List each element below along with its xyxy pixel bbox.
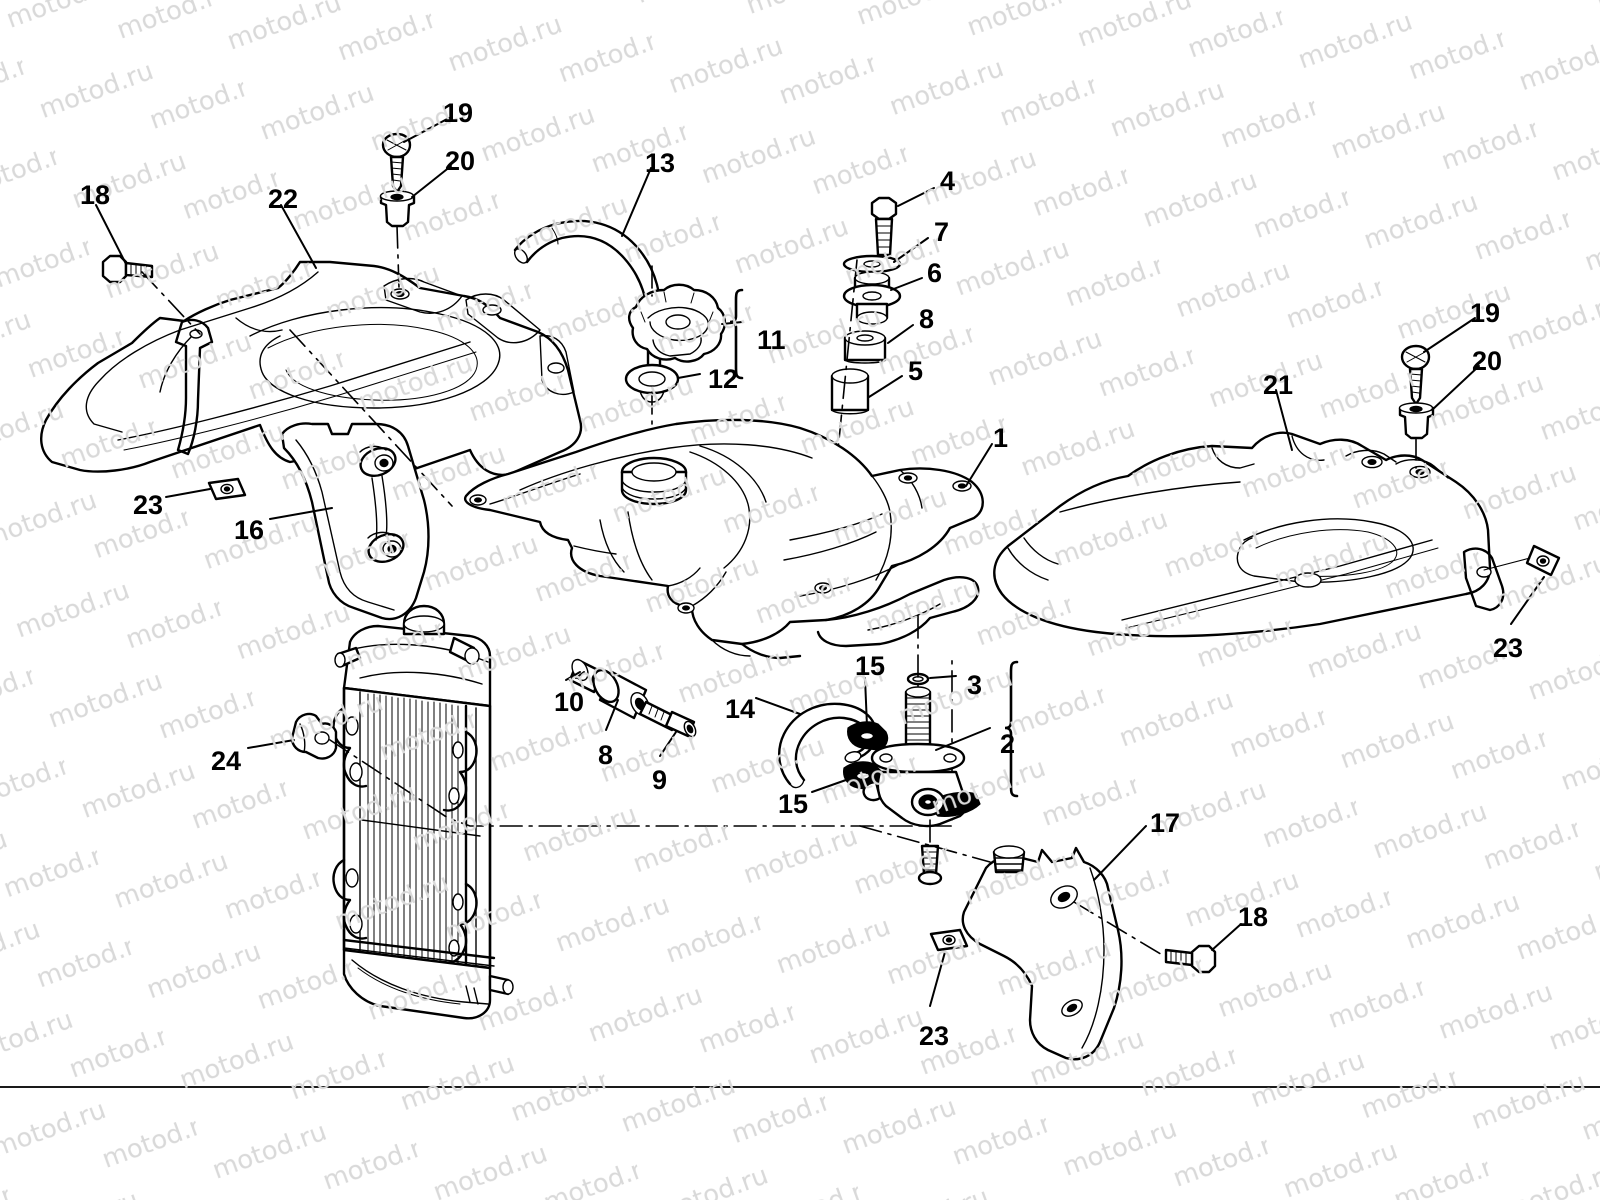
leader-15b (811, 779, 847, 793)
radiator-part (332, 604, 514, 1020)
callout-15-lower: 15 (778, 789, 809, 819)
washer-7 (842, 254, 902, 274)
leader-24 (247, 739, 295, 749)
callout-7: 7 (934, 217, 950, 247)
fuel-cap-part (628, 283, 726, 363)
callout-21: 21 (1263, 370, 1294, 400)
leader-7 (893, 237, 929, 263)
callout-20-right: 20 (1472, 346, 1503, 376)
leader-9 (659, 731, 677, 757)
hex-bolt-18-bottom (1164, 944, 1217, 974)
leader-6 (890, 277, 923, 291)
screw-9-part (638, 700, 697, 738)
plate-nut-23-right (1525, 544, 1561, 577)
leader-15a (864, 677, 868, 727)
right-side-shroud-part (993, 431, 1505, 638)
bolt-stack-4 (870, 196, 898, 257)
callout-15-upper: 15 (855, 651, 886, 681)
screw-below-cock (917, 844, 943, 886)
callout-23-left: 23 (133, 490, 164, 520)
callout-13: 13 (645, 148, 676, 178)
callout-19-right: 19 (1470, 298, 1501, 328)
callout-3: 3 (967, 670, 983, 700)
hex-bolt-18-top (101, 254, 154, 284)
plate-nut-23-bottom (929, 928, 969, 952)
callout-24: 24 (211, 746, 242, 776)
leader-18-bottom (1211, 923, 1242, 951)
callout-20-top: 20 (445, 146, 476, 176)
callout-23-bottom: 23 (919, 1021, 950, 1051)
callout-19-top: 19 (443, 98, 474, 128)
leader-23-right (1510, 576, 1545, 625)
callout-22: 22 (268, 184, 299, 214)
callout-17: 17 (1150, 808, 1181, 838)
leader-13 (621, 167, 652, 237)
leader-17 (1093, 825, 1147, 881)
callout-2: 2 (1000, 729, 1016, 759)
grommet-20-right (1398, 402, 1435, 440)
callout-14: 14 (725, 694, 756, 724)
grommet-6 (842, 271, 902, 325)
callout-23-right: 23 (1493, 633, 1524, 663)
callout-1: 1 (993, 423, 1009, 453)
callout-16: 16 (234, 515, 265, 545)
rubber-spacer-5 (830, 368, 870, 415)
callout-9: 9 (652, 765, 668, 795)
callout-8-stack: 8 (919, 304, 935, 334)
leader-1 (965, 443, 993, 487)
leader-12 (677, 373, 701, 379)
callout-18-top-left: 18 (80, 180, 111, 210)
leader-8-stack (887, 324, 914, 344)
leader-2-body (935, 727, 991, 751)
radiator-clip-part (290, 712, 338, 760)
callout-18-bottom: 18 (1238, 902, 1269, 932)
leader-23-left (165, 488, 211, 498)
callout-11: 11 (757, 325, 786, 355)
lower-guard-panel-part (961, 845, 1123, 1061)
screw-19-right (1400, 344, 1431, 406)
collar-8 (843, 330, 887, 364)
leader-4 (897, 187, 935, 207)
callout-10: 10 (554, 687, 585, 717)
leader-23-bottom (929, 951, 946, 1007)
callout-6: 6 (927, 258, 943, 288)
callout-4: 4 (940, 166, 956, 196)
screw-19-top (381, 132, 412, 194)
callout-5: 5 (908, 356, 924, 386)
leader-22 (280, 204, 317, 269)
leader-14 (755, 697, 801, 715)
bottom-divider (0, 1086, 1600, 1088)
tank-filler-neck (620, 456, 688, 506)
grommet-20-top (379, 190, 416, 228)
leader-5 (868, 375, 903, 398)
radiator-bracket-part (280, 422, 430, 621)
callout-8-lower: 8 (598, 740, 614, 770)
plate-nut-23-left (207, 477, 247, 501)
fuel-cock-part (862, 686, 981, 828)
callout-12: 12 (708, 364, 739, 394)
leader-19-right (1423, 317, 1476, 353)
